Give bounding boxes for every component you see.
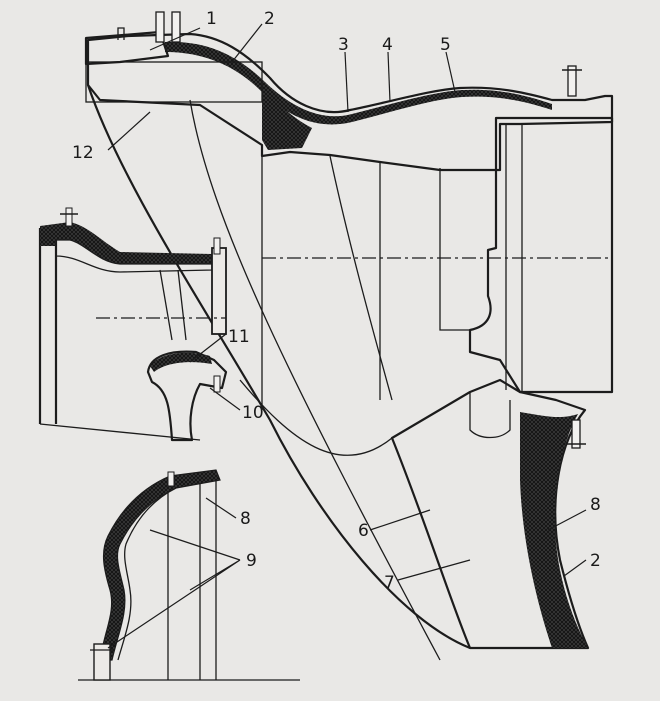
callout-2-right: 2 — [590, 551, 601, 571]
callout-8-right: 8 — [590, 495, 601, 515]
outer-layer-dense — [165, 41, 552, 125]
callout-6: 6 — [358, 521, 369, 541]
callout-3: 3 — [338, 35, 349, 55]
bolt-top-left — [117, 11, 181, 43]
main-section — [84, 11, 614, 661]
upper-ring-crosshatch — [86, 32, 614, 172]
callout-4: 4 — [382, 35, 393, 55]
detail-lower-hook — [146, 350, 228, 442]
detail-upper-shell — [40, 222, 212, 264]
lower-dense-wall — [520, 412, 588, 648]
detail-view-bottom — [78, 469, 300, 681]
leader-lines — [107, 23, 587, 649]
callout-8-left: 8 — [240, 509, 251, 529]
callout-7: 7 — [384, 573, 395, 593]
inner-dense-block — [262, 90, 312, 150]
bolt-bottom-right — [566, 419, 586, 449]
bottom-detail-shell — [99, 469, 221, 661]
right-box — [468, 116, 614, 394]
callout-12: 12 — [72, 143, 94, 163]
bolt-top-right — [562, 65, 582, 97]
callout-11: 11 — [228, 327, 250, 347]
detail-view-left — [38, 207, 228, 442]
callout-9: 9 — [246, 551, 257, 571]
detail-bolt-top — [60, 207, 221, 255]
callout-2: 2 — [264, 9, 275, 29]
callout-1: 1 — [206, 9, 217, 29]
flange-band — [85, 61, 263, 103]
callouts: 1 2 3 4 5 12 11 10 8 9 6 7 8 2 — [72, 9, 601, 593]
callout-5: 5 — [440, 35, 451, 55]
bottom-detail-bolt — [93, 643, 111, 681]
callout-10: 10 — [242, 403, 264, 423]
left-flange — [84, 30, 170, 66]
